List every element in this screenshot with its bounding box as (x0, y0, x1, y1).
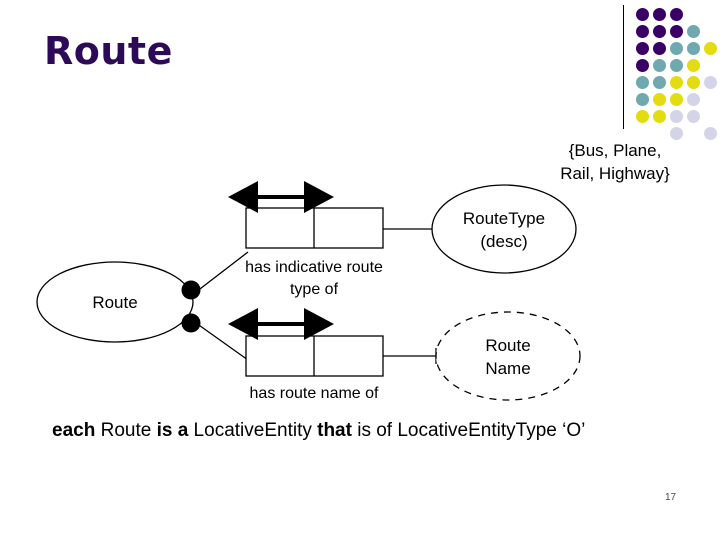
entity-routename-label-line-1: Route (485, 336, 530, 355)
decorative-dot (687, 76, 700, 89)
mandatory-role-dot-upper[interactable] (181, 280, 201, 300)
decorative-dot (636, 93, 649, 106)
verbalization-text: each Route is a LocativeEntity that is o… (52, 420, 682, 442)
decorative-dot (653, 42, 666, 55)
entity-routetype-label-line-1: RouteType (463, 209, 545, 228)
fact-type-label-indicative-type-line-1: has indicative route (245, 259, 383, 276)
value-constraint-line-2: Rail, Highway} (560, 163, 670, 183)
verbalization-token-is-a: is a (156, 420, 189, 441)
verbalization-token-that: that (317, 420, 352, 441)
entity-routename-label-line-2: Name (485, 359, 530, 378)
dot-grid-decoration (636, 8, 718, 140)
value-constraint-line-1: {Bus, Plane, (568, 141, 662, 160)
orm-diagram: Route has indicative route type of Route… (0, 160, 720, 410)
decorative-dot (704, 127, 717, 140)
decorative-dot (687, 42, 700, 55)
decorative-dot (636, 76, 649, 89)
decorative-dot (687, 59, 700, 72)
fact-type-label-route-name-line-1: has route name of (250, 385, 380, 402)
decorative-dot (653, 25, 666, 38)
value-constraint-text: {Bus, Plane, Rail, Highway} (520, 140, 710, 186)
mandatory-role-dot-lower[interactable] (181, 313, 201, 333)
decorative-dot (653, 110, 666, 123)
decorative-dot (653, 59, 666, 72)
decorative-dot (636, 59, 649, 72)
fact-type-label-indicative-type-line-2: type of (290, 281, 339, 298)
decorative-dot (670, 127, 683, 140)
decorative-dot (687, 93, 700, 106)
decorative-dot (636, 42, 649, 55)
entity-routetype-shape[interactable] (431, 184, 577, 274)
decorative-dot (670, 8, 683, 21)
decorative-dot (704, 42, 717, 55)
verbalization-token-locativeentity: LocativeEntity (188, 420, 318, 441)
entity-routetype-label-line-2: (desc) (480, 232, 527, 251)
verbalization-token-tail: is of LocativeEntityType ‘O’ (351, 420, 586, 441)
verbalization-token-route: Route (95, 420, 157, 441)
verbalization-token-each: each (52, 420, 96, 441)
connector-route-to-route-name (195, 322, 249, 361)
decorative-dot (670, 76, 683, 89)
decorative-dot (670, 93, 683, 106)
decorative-vertical-rule (623, 5, 624, 129)
decorative-dot (653, 76, 666, 89)
decorative-dot (670, 25, 683, 38)
connector-route-to-indicative-type (195, 251, 249, 293)
decorative-dot (704, 76, 717, 89)
decorative-dot (687, 110, 700, 123)
entity-routename-shape[interactable] (435, 311, 581, 401)
decorative-dot (670, 42, 683, 55)
page-number: 17 (665, 492, 677, 503)
decorative-dot (687, 25, 700, 38)
decorative-dot (670, 59, 683, 72)
decorative-dot (636, 110, 649, 123)
decorative-dot (653, 93, 666, 106)
decorative-dot (636, 25, 649, 38)
decorative-dot (653, 8, 666, 21)
page-title: Route (44, 29, 173, 73)
decorative-dot (670, 110, 683, 123)
entity-route-shape[interactable] (36, 261, 194, 343)
entity-route-label: Route (92, 293, 137, 312)
decorative-dot (636, 8, 649, 21)
